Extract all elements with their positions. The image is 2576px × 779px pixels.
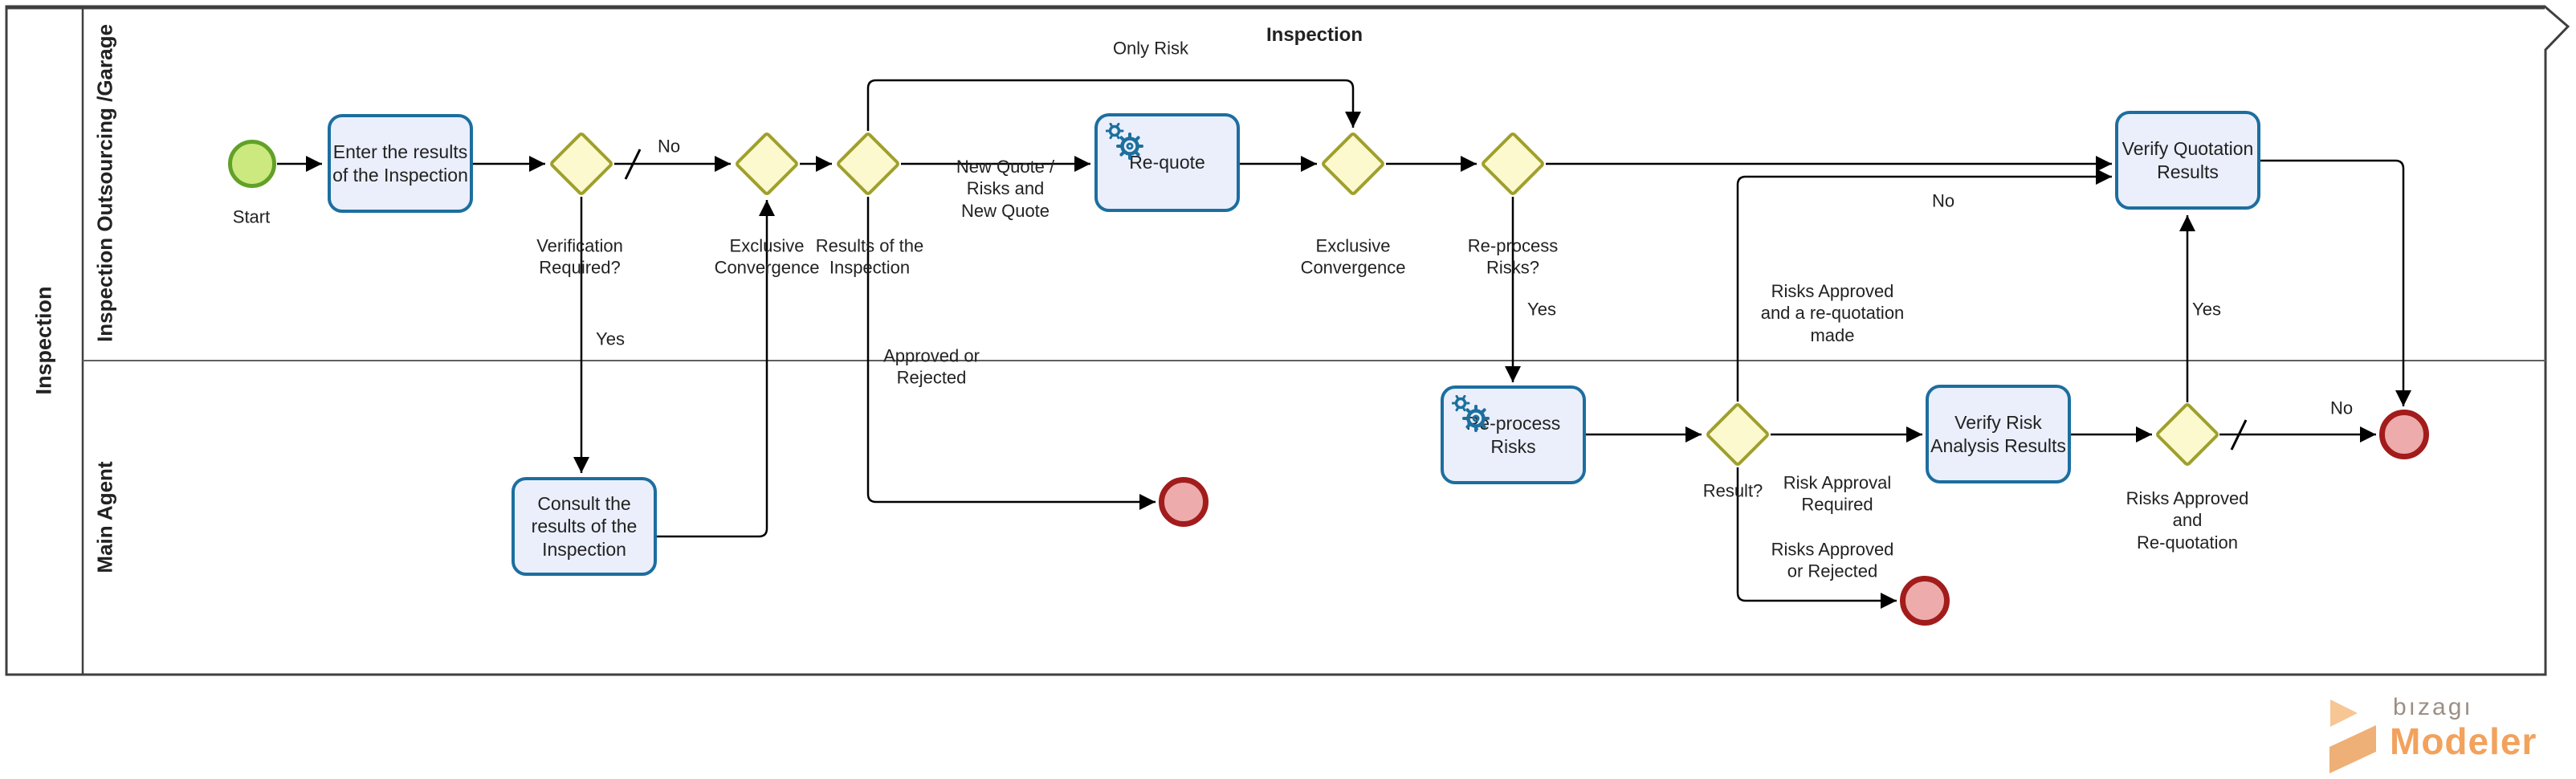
flow-label-no-reprocess: No bbox=[1931, 190, 1955, 211]
flow-label-yes-reprocess: Yes bbox=[1527, 299, 1556, 320]
lane-header-main-agent[interactable]: Main Agent bbox=[92, 461, 117, 573]
gateway-exclusive-convergence-2-label: Exclusive Convergence bbox=[1300, 235, 1406, 278]
flow-label-approved-or-rejected: Approved or Rejected bbox=[883, 345, 980, 388]
service-gear-icon bbox=[1452, 395, 1490, 432]
gateway-re-process-risks-label: Re-process Risks? bbox=[1467, 235, 1559, 278]
task-verify-quotation-results[interactable]: Verify Quotation Results bbox=[2115, 111, 2260, 210]
end-event-final[interactable] bbox=[2379, 410, 2429, 459]
flow-label-risk-approval-required: Risk Approval Required bbox=[1783, 472, 1892, 515]
gateway-verification-required-label: Verification Required? bbox=[536, 235, 623, 278]
end-event-approved-rejected[interactable] bbox=[1159, 477, 1209, 527]
flow-label-yes-risksapproved: Yes bbox=[2192, 299, 2221, 320]
task-consult-results-label: Consult the results of the Inspection bbox=[531, 493, 638, 560]
gateway-exclusive-convergence-1[interactable] bbox=[733, 130, 801, 198]
flow-verifyquotation-to-end[interactable] bbox=[2260, 159, 2411, 406]
gateway-result-label: Result? bbox=[1702, 480, 1763, 501]
flow-label-no-risksapproved: No bbox=[2329, 398, 2354, 418]
task-verify-quotation-results-label: Verify Quotation Results bbox=[2122, 138, 2254, 182]
flow-label-new-quote: New Quote / Risks and New Quote bbox=[956, 157, 1055, 221]
gateway-risks-approved-requotation-label: Risks Approved and Re-quotation bbox=[2126, 488, 2249, 553]
task-re-process-risks[interactable]: Re-process Risks bbox=[1441, 385, 1586, 484]
task-verify-risk-analysis-label: Verify Risk Analysis Results bbox=[1930, 412, 2066, 456]
flow-label-risks-approved-or-rejected: Risks Approved or Rejected bbox=[1771, 539, 1894, 581]
gateway-verification-required[interactable] bbox=[548, 130, 615, 198]
end-event-risks-approved-rejected[interactable] bbox=[1900, 576, 1950, 626]
gateway-re-process-risks[interactable] bbox=[1479, 130, 1547, 198]
bizagi-logo-icon bbox=[2329, 699, 2376, 773]
default-flow-marker-verification bbox=[624, 149, 642, 180]
diagram-title: Inspection bbox=[1266, 24, 1363, 47]
modeler-wordmark: Modeler bbox=[2390, 720, 2537, 762]
default-flow-marker-risksapproved bbox=[2230, 419, 2248, 451]
gateway-results-of-inspection-label: Results of the Inspection bbox=[815, 235, 924, 278]
pool-border bbox=[5, 5, 2570, 676]
gateway-results-of-inspection[interactable] bbox=[834, 130, 902, 198]
task-consult-results[interactable]: Consult the results of the Inspection bbox=[512, 477, 657, 576]
bizagi-wordmark: bızagı bbox=[2393, 694, 2473, 720]
task-verify-risk-analysis[interactable]: Verify Risk Analysis Results bbox=[1926, 385, 2071, 483]
gateway-result[interactable] bbox=[1704, 401, 1771, 468]
gateway-risks-approved-requotation[interactable] bbox=[2154, 401, 2221, 468]
task-enter-results[interactable]: Enter the results of the Inspection bbox=[328, 114, 473, 213]
flow-label-yes-verification: Yes bbox=[596, 328, 625, 349]
flow-label-no-verification: No bbox=[657, 136, 681, 157]
flow-label-only-risk: Only Risk bbox=[1112, 38, 1189, 59]
lane-header-inspection-outsourcing-garage[interactable]: Inspection Outsourcing /Garage bbox=[92, 24, 117, 342]
start-event[interactable] bbox=[228, 140, 276, 188]
task-enter-results-label: Enter the results of the Inspection bbox=[332, 141, 468, 186]
start-event-label: Start bbox=[232, 206, 271, 227]
flow-label-risks-approved-made: Risks Approved and a re-quotation made bbox=[1760, 281, 1905, 345]
task-re-quote[interactable]: Re-quote bbox=[1094, 113, 1240, 212]
service-gear-icon bbox=[1106, 123, 1143, 160]
gateway-exclusive-convergence-1-label: Exclusive Convergence bbox=[714, 235, 820, 278]
gateway-exclusive-convergence-2[interactable] bbox=[1319, 130, 1387, 198]
pool-header-inspection[interactable]: Inspection bbox=[31, 286, 56, 395]
